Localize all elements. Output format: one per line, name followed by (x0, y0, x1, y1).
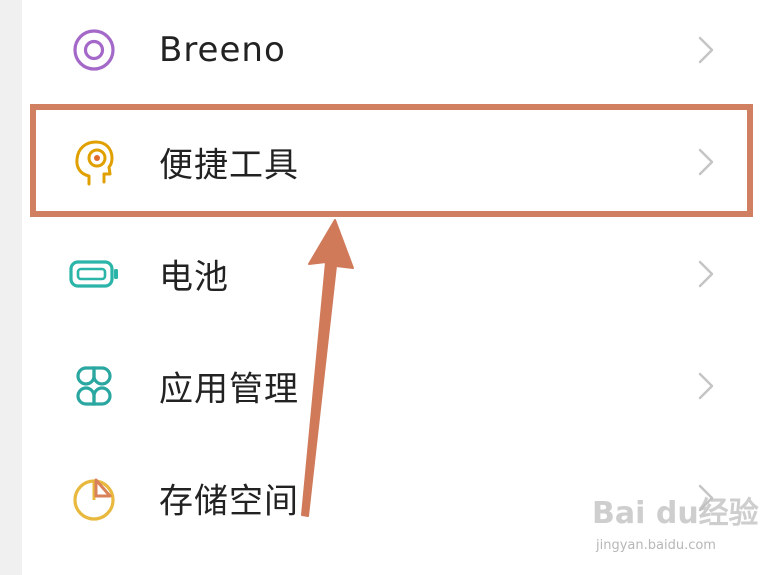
convenience-tools-icon (66, 134, 122, 190)
settings-item-app-management[interactable]: 应用管理 (22, 330, 775, 442)
chevron-right-icon (694, 32, 718, 68)
left-edge (0, 0, 22, 575)
settings-panel (22, 0, 775, 575)
settings-item-convenience-tools[interactable]: 便捷工具 (22, 106, 775, 218)
settings-item-label: 电池 (159, 257, 229, 298)
settings-item-battery[interactable]: 电池 (22, 218, 775, 330)
app-management-icon (66, 358, 122, 414)
settings-item-breeno[interactable]: Breeno (22, 0, 775, 106)
chevron-right-icon (694, 256, 718, 292)
chevron-right-icon (694, 368, 718, 404)
chevron-right-icon (694, 480, 718, 516)
breeno-icon (66, 22, 122, 78)
settings-item-label: Breeno (159, 30, 286, 70)
settings-item-label: 存储空间 (159, 481, 299, 522)
battery-icon (66, 246, 122, 302)
settings-item-label: 应用管理 (159, 369, 299, 410)
settings-item-label: 便捷工具 (159, 145, 299, 186)
chevron-right-icon (694, 144, 718, 180)
storage-icon (66, 470, 122, 526)
settings-item-storage[interactable]: 存储空间 (22, 442, 775, 554)
